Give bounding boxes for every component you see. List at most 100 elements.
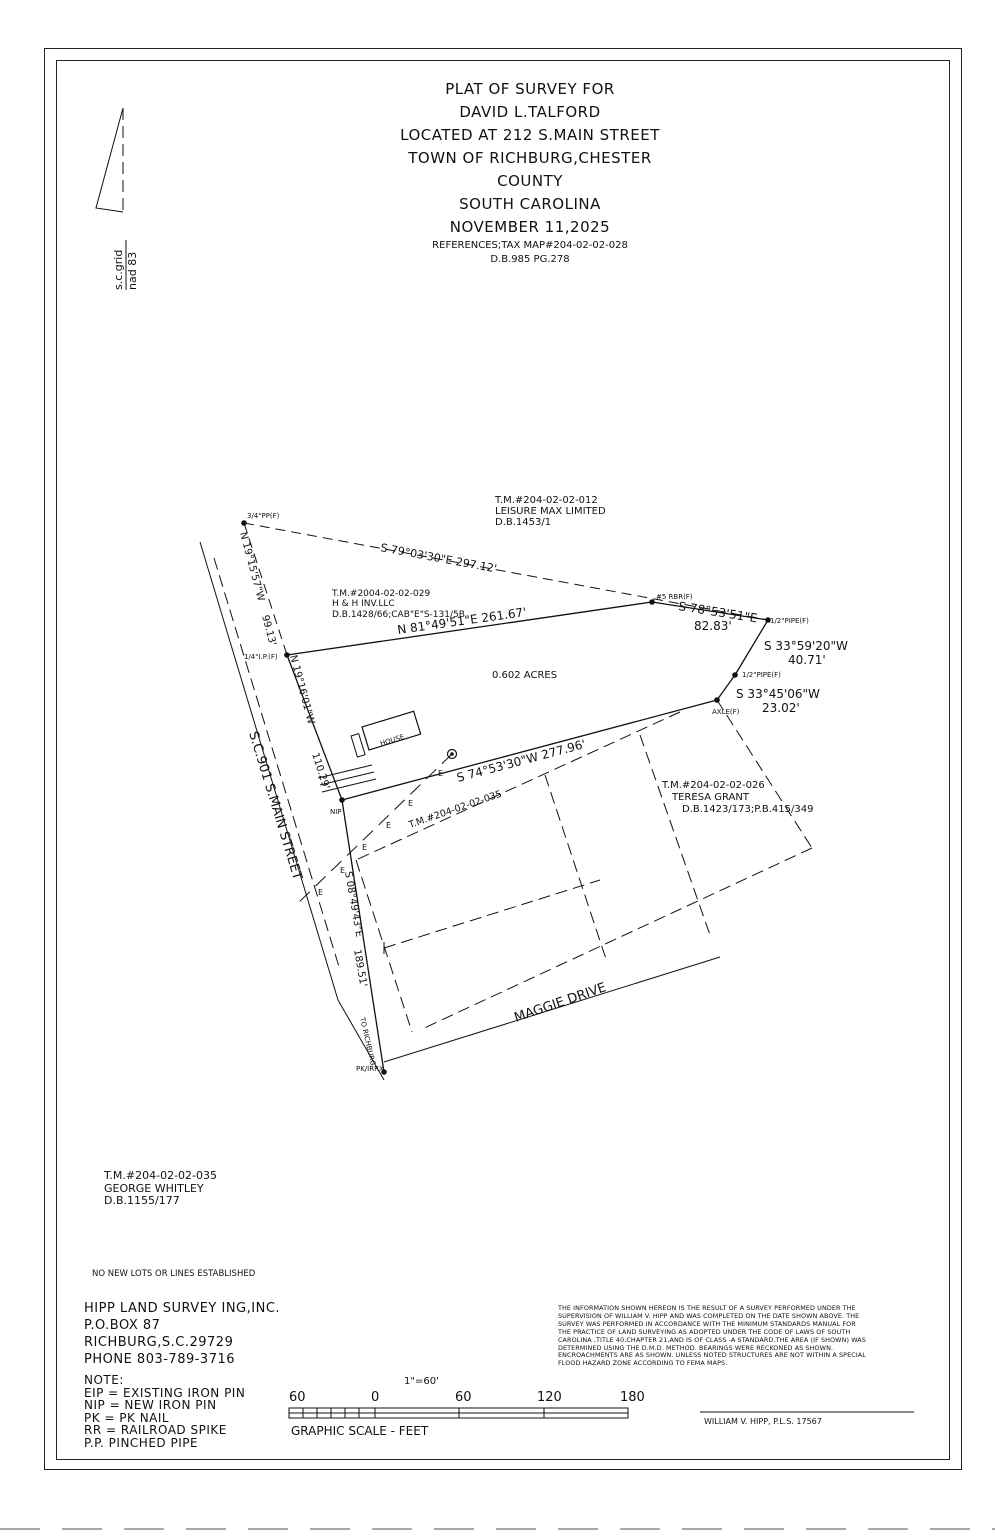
- street-edge-west-lower: [337, 999, 385, 1081]
- driveway-hatch-3: [321, 778, 377, 793]
- bearing-s33-59: S 33°59'20"W: [764, 639, 848, 653]
- boundary-line-n19-16: [286, 654, 343, 801]
- boundary-line-s74: [341, 699, 718, 801]
- sw-parcel-tm: T.M.#204-02-02-035: [104, 1169, 218, 1182]
- page-bottom-edge: [0, 1528, 995, 1530]
- title-line-1: PLAT OF SURVEY FOR: [445, 80, 615, 98]
- note-nip: NIP = NEW IRON PIN: [84, 1398, 217, 1412]
- power-mark-3: E: [386, 821, 391, 830]
- company-city: RICHBURG,S.C.29729: [84, 1335, 234, 1350]
- label-nip: NIP: [330, 808, 342, 816]
- title-line-3: LOCATED AT 212 S.MAIN STREET: [400, 126, 660, 144]
- scale-tick-60-left: 60: [289, 1390, 306, 1405]
- sw-parcel-deed: D.B.1155/177: [104, 1194, 180, 1207]
- company-box: P.O.BOX 87: [84, 1318, 161, 1333]
- north-parcel-owner: LEISURE MAX LIMITED: [495, 506, 606, 517]
- bearing-s79: S 79°03'30"E 297.12': [379, 541, 497, 575]
- utility-pole-icon: [446, 748, 458, 760]
- south-parcel-tm: T.M.#204-02-02-035: [406, 789, 503, 832]
- power-mark-4: E: [362, 843, 367, 852]
- utility-pole-center-icon: [450, 752, 454, 756]
- scale-tick-60: 60: [455, 1390, 472, 1405]
- scale-label: GRAPHIC SCALE - FEET: [291, 1424, 429, 1438]
- label-3-4-pp: 3/4"PP(F): [247, 512, 280, 520]
- north-parcel-deed: D.B.1453/1: [495, 517, 551, 528]
- lot-divider-3: [383, 879, 601, 949]
- notes-block: NOTE: EIP = EXISTING IRON PIN NIP = NEW …: [84, 1374, 245, 1449]
- maggie-drive-edge: [383, 956, 721, 1063]
- adjoining-parcel-deed: D.B.1428/66;CAB"E"S-131/5B: [332, 610, 465, 620]
- point-1-4-ip: [284, 652, 290, 658]
- point-nip: [339, 797, 345, 803]
- interior-parcel-line: [355, 711, 681, 861]
- driveway-hatch-1: [317, 764, 373, 779]
- bearing-n19-15: N 19°15'57"W: [237, 531, 266, 603]
- no-new-lots-note: NO NEW LOTS OR LINES ESTABLISHED: [92, 1269, 256, 1279]
- note-pk: PK = PK NAIL: [84, 1410, 170, 1425]
- power-mark-2: E: [408, 799, 413, 808]
- title-date: NOVEMBER 11,2025: [449, 218, 611, 236]
- label-pk-irrx: PK/IRRX: [356, 1065, 384, 1073]
- power-mark-6: E: [318, 888, 323, 897]
- note-eip: EIP = EXISTING IRON PIN: [84, 1385, 246, 1400]
- boundary-line-n81: [286, 601, 653, 656]
- company-block: HIPP LAND SURVEY ING,INC. P.O.BOX 87 RIC…: [84, 1300, 280, 1368]
- label-1-4-ip: 1/4"I.P.(F): [244, 653, 278, 661]
- point-1-2-pipe-a: [765, 617, 771, 623]
- lot-divider-1: [544, 774, 608, 963]
- distance-s33-59: 40.71': [788, 653, 826, 667]
- power-line: [295, 753, 453, 906]
- street-maggie-label: MAGGIE DRIVE: [512, 980, 608, 1026]
- signature-label: WILLIAM V. HIPP, P.L.S. 17567: [704, 1417, 822, 1426]
- driveway-hatch-2: [319, 771, 375, 786]
- adjoining-parcel-owner: H & H INV.LLC: [332, 599, 395, 609]
- title-block: PLAT OF SURVEY FOR DAVID L.TALFORD LOCAT…: [380, 78, 680, 267]
- scale-tick-180: 180: [620, 1390, 645, 1405]
- title-reference-tax-map: REFERENCES;TAX MAP#204-02-02-028: [432, 240, 628, 251]
- house-footprint: [361, 710, 422, 751]
- power-mark-1: E: [438, 769, 443, 778]
- label-5-rbr: #5 RBR(F): [656, 593, 693, 601]
- company-phone: PHONE 803-789-3716: [84, 1352, 236, 1367]
- inner-border: [56, 60, 950, 1460]
- sw-parcel-owner: GEORGE WHITLEY: [104, 1181, 204, 1195]
- outer-border: [44, 48, 962, 1470]
- scale-ratio: 1"=60': [404, 1376, 439, 1387]
- boundary-west-upper: [243, 522, 288, 656]
- label-axle: AXLE(F): [712, 708, 740, 716]
- street-main-label: S.C.901 S.MAIN STREET: [245, 730, 304, 882]
- east-parcel-deed: D.B.1423/173;P.B.415/349: [682, 804, 813, 815]
- title-line-4: TOWN OF RICHBURG,CHESTER COUNTY: [408, 149, 652, 190]
- boundary-line-s33-59: [734, 619, 769, 676]
- title-line-5: SOUTH CAROLINA: [459, 195, 601, 213]
- bearing-s08: S 08°49'43"E: [342, 871, 364, 938]
- company-name: HIPP LAND SURVEY ING,INC.: [84, 1301, 281, 1316]
- title-line-2: DAVID L.TALFORD: [459, 103, 601, 121]
- street-edge-west: [199, 541, 339, 1001]
- title-reference-deed: D.B.985 PG.278: [490, 254, 570, 265]
- street-to-label: TO RICHBURG: [358, 1016, 377, 1067]
- point-1-2-pipe-b: [732, 672, 738, 678]
- boundary-line-s33-45: [716, 674, 736, 701]
- note-pp: P.P. PINCHED PIPE: [84, 1435, 199, 1450]
- north-arrow-label-bottom: nad 83: [126, 252, 139, 290]
- north-arrow-label-top: s.c.grid: [112, 250, 125, 290]
- east-parcel-line: [716, 699, 813, 849]
- label-1-2-pipe-b: 1/2"PIPE(F): [742, 671, 781, 679]
- label-1-2-pipe-a: 1/2"PIPE(F): [770, 617, 809, 625]
- boundary-line-s08: [341, 799, 385, 1073]
- area-label: 0.602 ACRES: [492, 670, 557, 681]
- distance-s78: 82.83': [694, 619, 732, 633]
- point-axle: [714, 697, 720, 703]
- east-parcel-owner: TERESA GRANT: [671, 792, 750, 803]
- power-mark-5: E: [340, 866, 345, 875]
- note-rr: RR = RAILROAD SPIKE: [84, 1423, 227, 1437]
- boundary-line-s78: [651, 601, 769, 621]
- adjoining-parcel-tm: T.M.#2004-02-02-029: [331, 589, 430, 599]
- bearing-s74: S 74°53'30"W 277.96': [455, 737, 587, 785]
- certification-text: THE INFORMATION SHOWN HEREON IS THE RESU…: [558, 1304, 866, 1368]
- point-pk-irrx: [381, 1069, 387, 1075]
- lot-divider-2: [639, 734, 711, 936]
- north-parcel-tm: T.M.#204-02-02-012: [494, 495, 598, 506]
